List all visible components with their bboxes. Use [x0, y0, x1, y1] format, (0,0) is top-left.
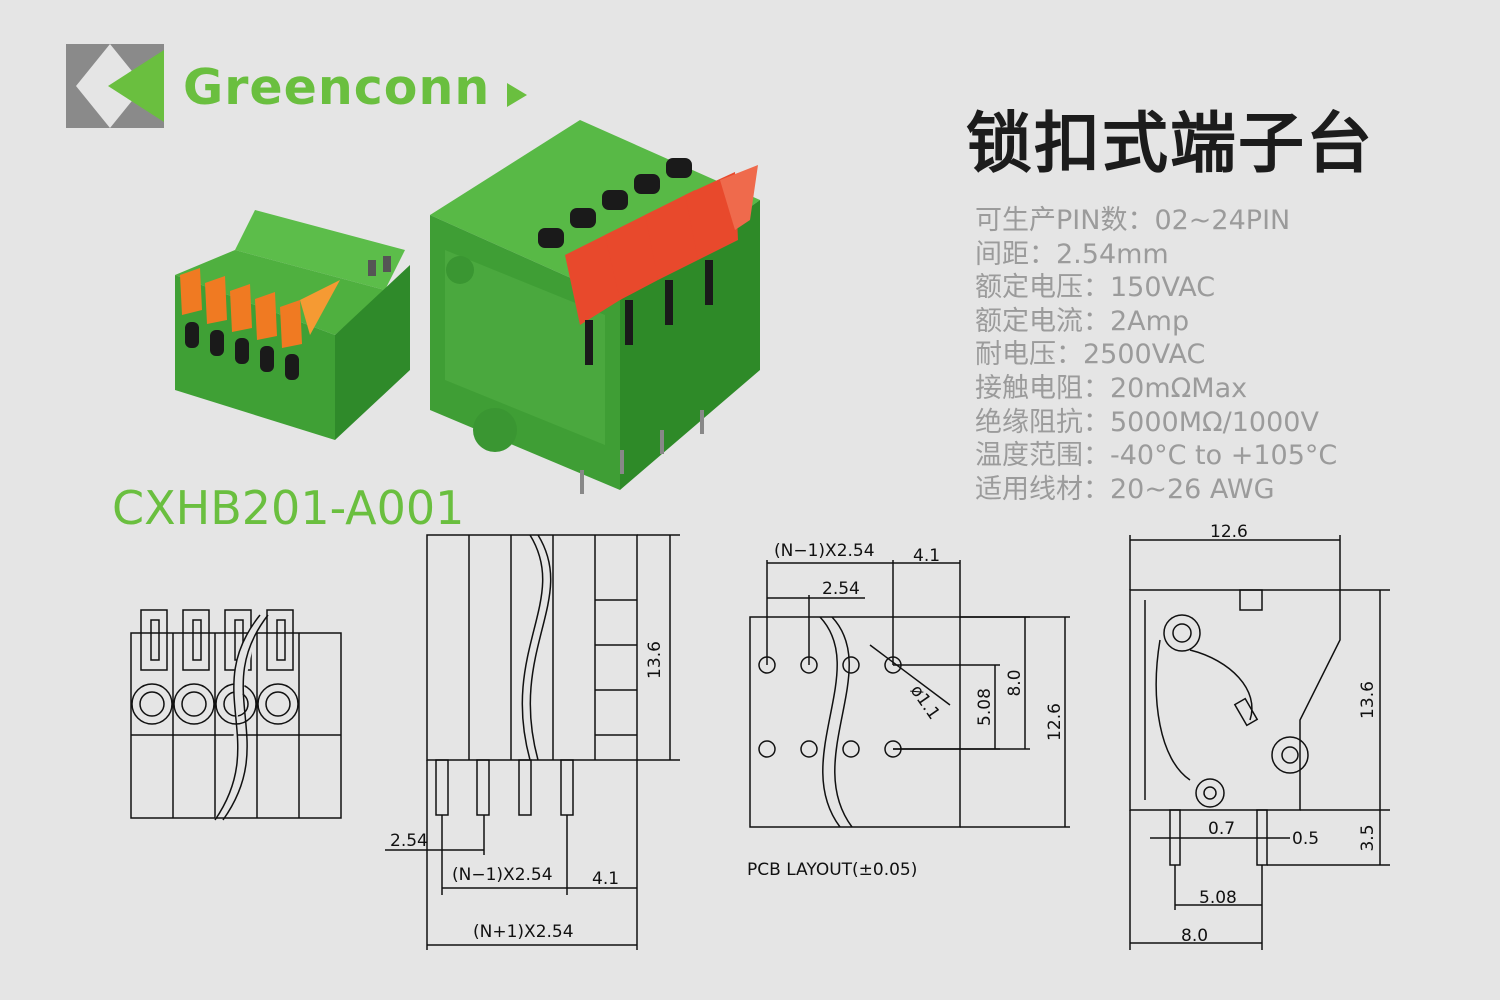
spec-label: 间距 — [975, 238, 1029, 270]
profile-height-label: 13.6 — [1358, 681, 1378, 719]
profile-pin-b-label: 0.5 — [1292, 829, 1319, 849]
product-title: 锁扣式端子台 — [966, 105, 1374, 182]
pcb-depth-label: 8.0 — [1005, 669, 1025, 696]
side-height-label: 13.6 — [645, 641, 665, 679]
spec-value: 2500VAC — [1083, 339, 1206, 371]
pcb-hole-label: ø1.1 — [906, 681, 944, 723]
spec-label: 接触电阻 — [975, 372, 1083, 404]
spec-value: 5000MΩ/1000V — [1110, 406, 1319, 438]
side-span-label: (N−1)X2.54 — [452, 865, 553, 885]
profile-pin-length-label: 3.5 — [1358, 824, 1378, 851]
pcb-width-label: 12.6 — [1045, 703, 1065, 741]
spec-value: 2Amp — [1110, 305, 1190, 337]
pcb-pitch-label: 2.54 — [822, 579, 860, 599]
spec-row: 耐电压：2500VAC — [975, 339, 1206, 371]
profile-view — [1129, 535, 1390, 950]
profile-pin-spacing-label: 5.08 — [1199, 888, 1237, 908]
front-view — [130, 609, 342, 821]
spec-label: 适用线材 — [975, 473, 1083, 505]
spec-label: 可生产PIN数 — [975, 205, 1128, 236]
spec-value: 02~24PIN — [1154, 205, 1291, 236]
greenconn-logo-mark — [66, 44, 164, 128]
spec-label: 温度范围 — [975, 440, 1083, 472]
profile-base-label: 8.0 — [1181, 926, 1208, 946]
spec-row: 温度范围：-40°C to +105°C — [975, 440, 1338, 472]
spec-row: 适用线材：20~26 AWG — [975, 473, 1275, 505]
pcb-span-label: (N−1)X2.54 — [774, 541, 875, 561]
spec-row: 间距：2.54mm — [975, 238, 1169, 270]
profile-width-label: 12.6 — [1210, 522, 1248, 542]
spec-value: 20~26 AWG — [1110, 473, 1275, 505]
spec-row: 可生产PIN数：02~24PIN — [975, 205, 1291, 236]
model-number: CXHB201-A001 — [112, 481, 465, 535]
spec-value: -40°C to +105°C — [1110, 440, 1338, 472]
spec-label: 绝缘阻抗 — [975, 406, 1083, 438]
side-view — [385, 534, 680, 950]
spec-row: 接触电阻：20mΩMax — [975, 372, 1248, 404]
large-connector-image — [430, 120, 760, 494]
spec-value: 150VAC — [1110, 272, 1216, 304]
pcb-row-spacing-label: 5.08 — [975, 688, 995, 726]
spec-value: 2.54mm — [1056, 238, 1169, 270]
side-offset-label: 4.1 — [592, 869, 619, 889]
brand-arrow-icon — [507, 83, 527, 107]
spec-label: 耐电压 — [975, 339, 1056, 371]
pcb-layout-caption: PCB LAYOUT(±0.05) — [747, 860, 917, 880]
pcb-layout — [749, 560, 1070, 828]
spec-value: 20mΩMax — [1110, 372, 1248, 404]
small-connector-image — [175, 210, 410, 440]
spec-row: 额定电流：2Amp — [975, 305, 1190, 337]
spec-label: 额定电流 — [975, 305, 1083, 337]
spec-row: 额定电压：150VAC — [975, 272, 1216, 304]
profile-pin-a-label: 0.7 — [1208, 819, 1235, 839]
spec-row: 绝缘阻抗：5000MΩ/1000V — [975, 406, 1319, 438]
product-photo — [175, 120, 760, 494]
pcb-offset-label: 4.1 — [913, 546, 940, 566]
brand-name: Greenconn — [183, 59, 491, 116]
spec-label: 额定电压 — [975, 272, 1083, 304]
side-total-label: (N+1)X2.54 — [473, 922, 574, 942]
side-pitch-label: 2.54 — [390, 831, 428, 851]
spec-list: 可生产PIN数：02~24PIN 间距：2.54mm 额定电压：150VAC 额… — [975, 204, 1337, 506]
